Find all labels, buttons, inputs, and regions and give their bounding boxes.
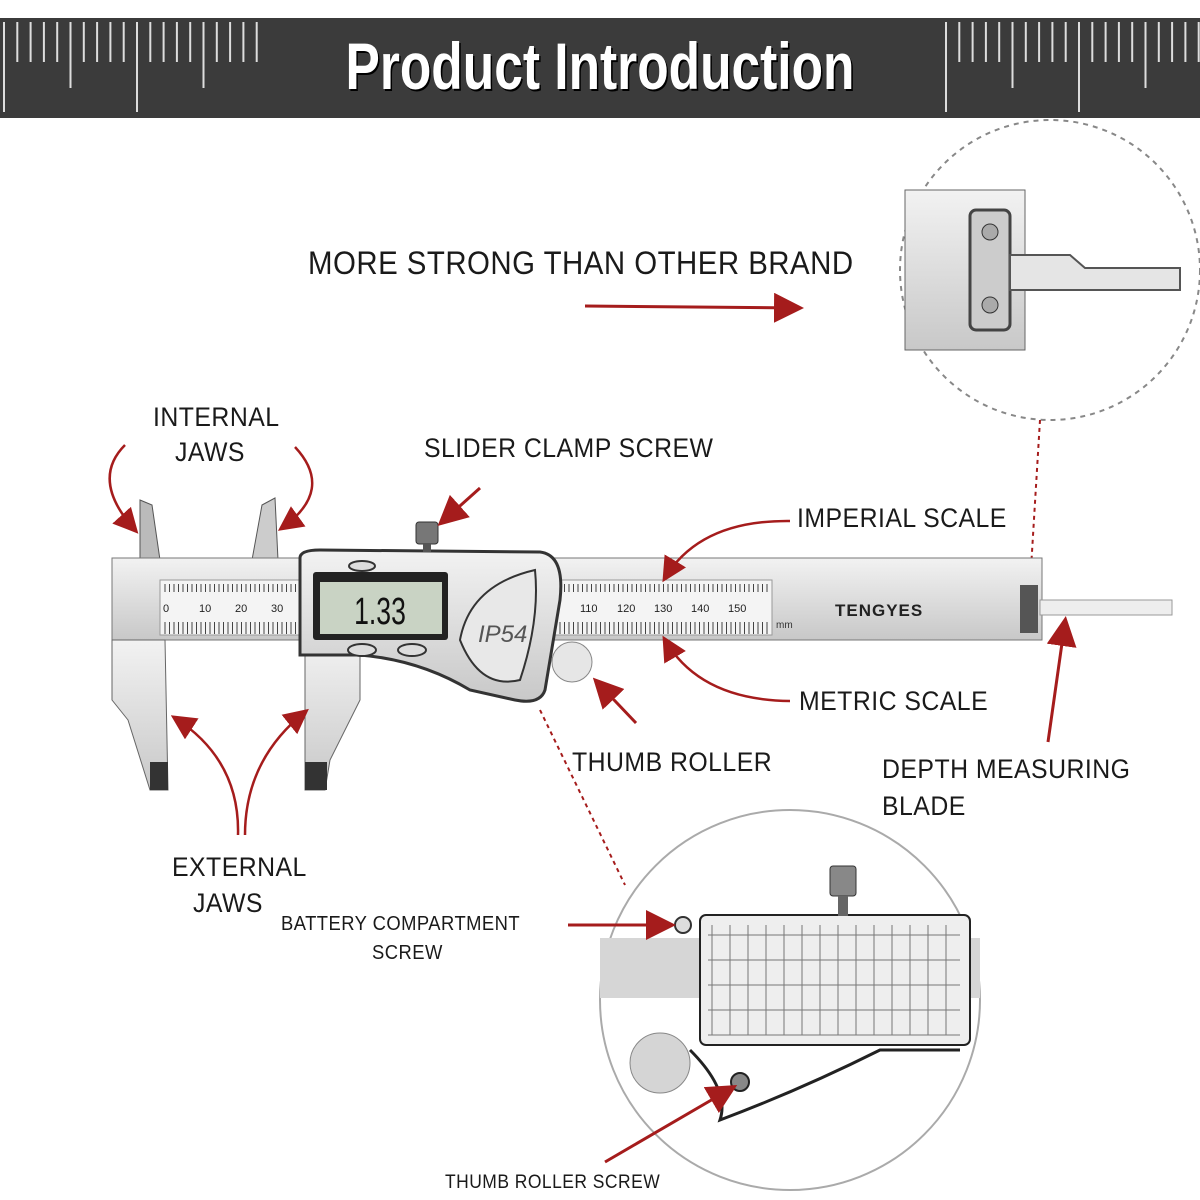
unit-label: mm [776, 620, 793, 631]
thumb-roller [551, 641, 593, 683]
thumb-roller-label: THUMB ROLLER [572, 747, 773, 777]
scale-number: 10 [199, 603, 211, 615]
scale-number: 120 [617, 603, 635, 615]
strong-arrow [584, 292, 804, 323]
lcd-readout: 1.33 [354, 589, 406, 632]
battery-screw-label-1: BATTERY COMPARTMENT [281, 913, 521, 935]
scale-number: 130 [654, 603, 672, 615]
scale-number: 30 [271, 603, 283, 615]
external-jaws-label-1: EXTERNAL [172, 852, 307, 882]
battery-screw-label-2: SCREW [372, 942, 443, 964]
scale-number: 150 [728, 603, 746, 615]
internal-jaws-label-2: JAWS [175, 437, 245, 467]
scale-number: 20 [235, 603, 247, 615]
page-title: Product Introduction [345, 29, 855, 103]
slider-clamp-screw-label: SLIDER CLAMP SCREW [424, 433, 714, 463]
scale-number: 0 [163, 603, 169, 615]
brand-logo: TENGYES [835, 601, 923, 620]
depth-blade-label-2: BLADE [882, 791, 966, 821]
thumb-roller-screw-label: THUMB ROLLER SCREW [445, 1172, 661, 1193]
internal-jaws-label-1: INTERNAL [153, 402, 280, 432]
scale-number: 140 [691, 603, 709, 615]
imperial-scale-label: IMPERIAL SCALE [797, 503, 1007, 533]
ip-rating: IP54 [478, 621, 527, 648]
metric-scale-label: METRIC SCALE [799, 686, 989, 716]
external-jaws-label-2: JAWS [193, 888, 263, 918]
depth-blade-label-1: DEPTH MEASURING [882, 754, 1131, 784]
strong-callout: MORE STRONG THAN OTHER BRAND [308, 245, 854, 281]
scale-number: 110 [580, 603, 598, 615]
